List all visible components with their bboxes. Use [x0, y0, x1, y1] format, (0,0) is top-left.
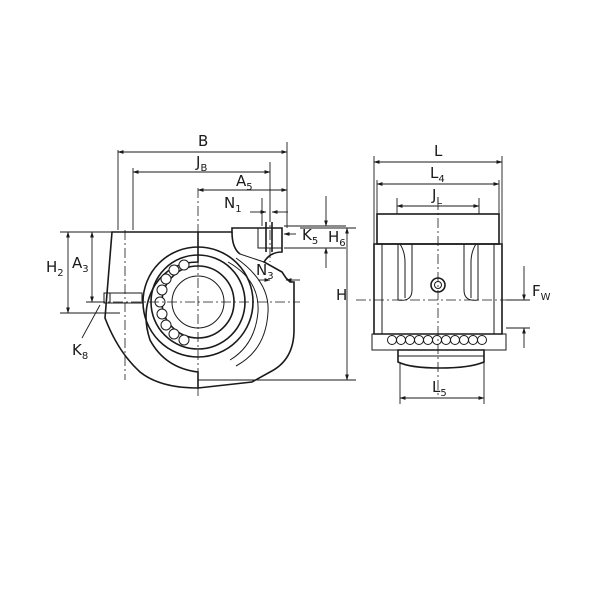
label-K8: K8 — [72, 341, 88, 362]
label-H6: H6 — [328, 228, 346, 249]
label-N3: N3 — [256, 261, 274, 282]
label-N1: N1 — [224, 194, 242, 215]
dimension-labels: B JB A5 N1 K5 H6 N3 H2 A3 K8 H L L4 JL F… — [46, 132, 551, 399]
label-L5: L5 — [432, 378, 447, 399]
label-K5: K5 — [302, 226, 318, 247]
label-H: H — [336, 286, 347, 304]
label-JB: JB — [195, 153, 207, 174]
label-A3: A3 — [72, 254, 89, 275]
ball-set-left — [154, 259, 190, 346]
label-B: B — [198, 132, 208, 150]
label-L4: L4 — [430, 164, 445, 185]
label-H2: H2 — [46, 258, 64, 279]
label-FW: FW — [532, 282, 551, 303]
right-side-view — [356, 156, 530, 404]
left-section-view — [60, 142, 356, 396]
ball-set-right — [387, 335, 487, 345]
label-JL: JL — [431, 186, 442, 207]
label-L: L — [434, 142, 443, 160]
label-A5: A5 — [236, 172, 253, 193]
